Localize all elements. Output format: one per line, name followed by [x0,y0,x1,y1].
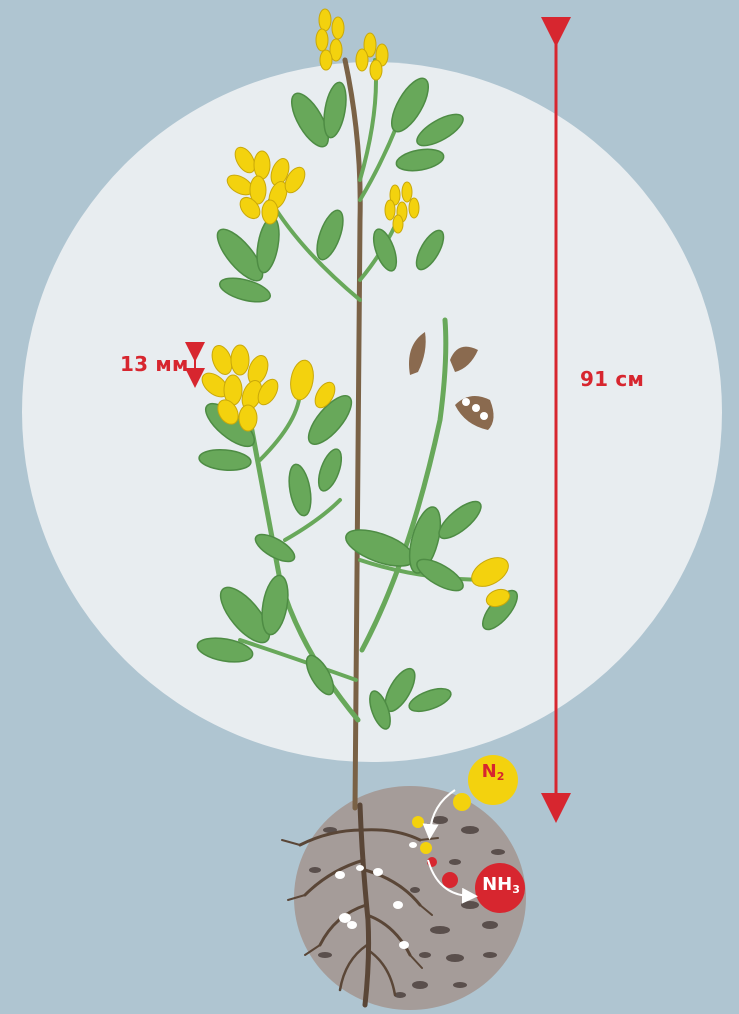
ammonia-formula: NH3 [474,874,528,896]
nitrogen-formula: N2 [466,761,520,783]
ammonia-symbol: NH [482,874,512,895]
plant-height-label: 91 см [580,367,644,391]
ammonia-subscript: 3 [512,883,520,896]
nitrogen-symbol: N [482,761,497,782]
nitrogen-subscript: 2 [497,770,505,783]
flower-size-label: 13 мм [120,352,189,376]
flower-cluster-top-left [316,9,344,70]
background-circle [22,62,722,762]
